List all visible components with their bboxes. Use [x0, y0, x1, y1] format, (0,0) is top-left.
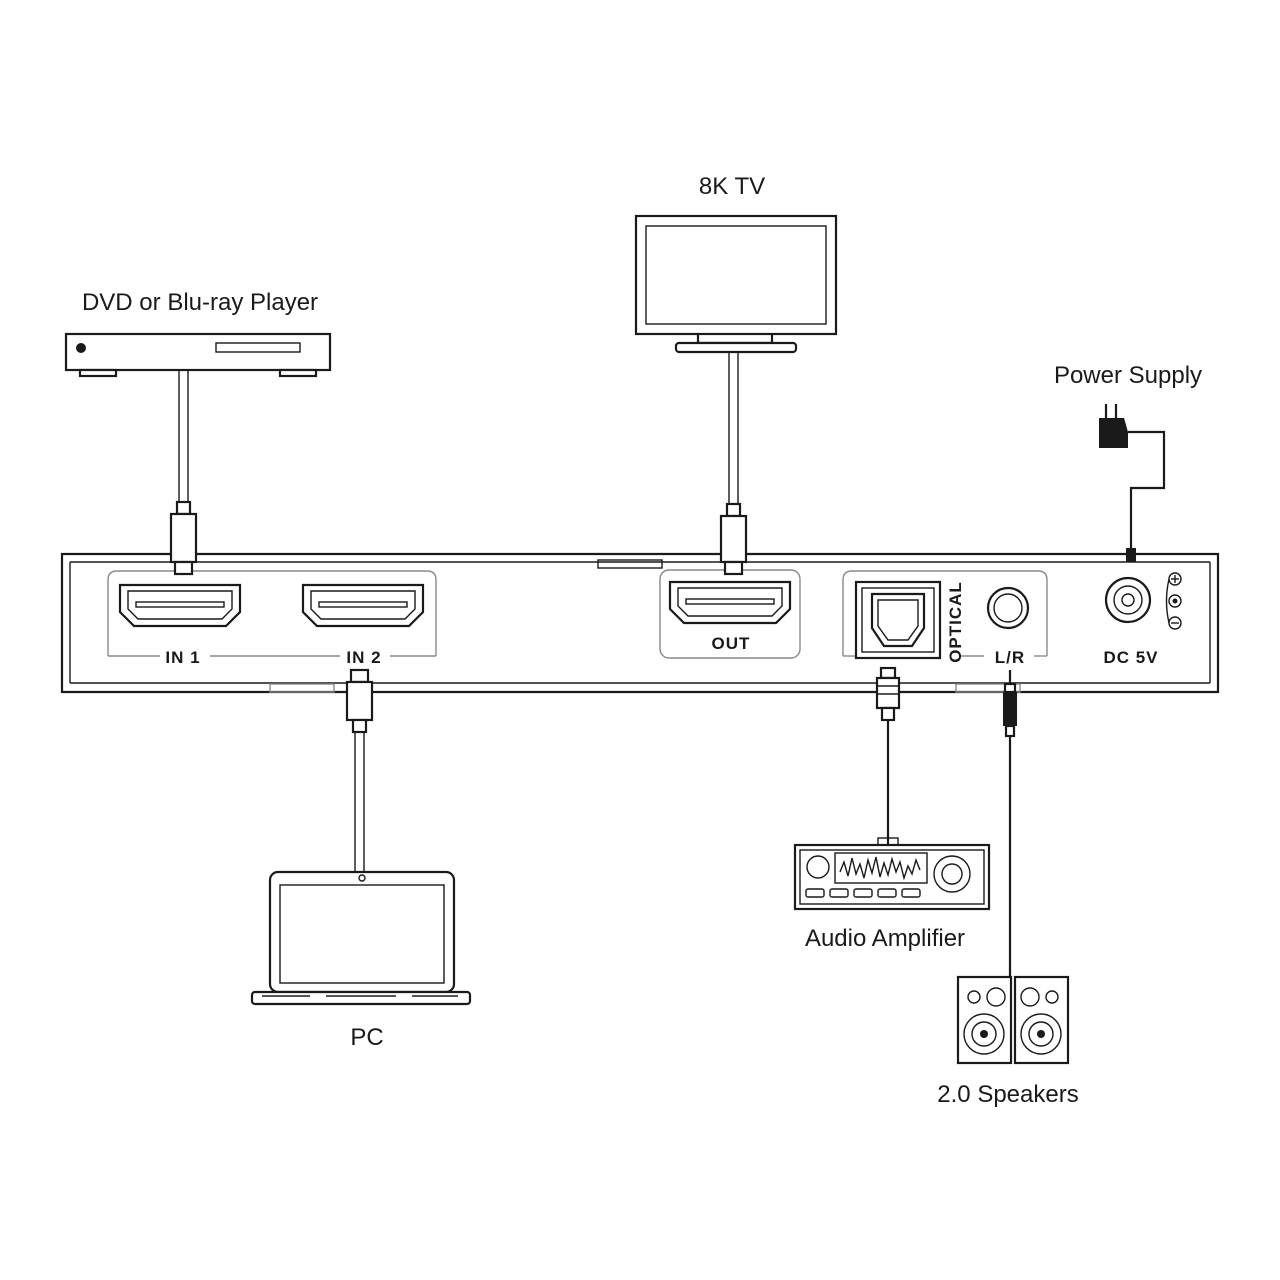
out-label: OUT [712, 634, 751, 653]
optical-label: OPTICAL [946, 581, 965, 663]
audio-amplifier-icon [793, 843, 991, 911]
dc-power-jack [1104, 576, 1152, 624]
optical-cable [875, 666, 901, 846]
speakers-icon [956, 975, 1070, 1065]
power-supply-label: Power Supply [1054, 362, 1202, 389]
dvd-player-label: DVD or Blu-ray Player [82, 289, 318, 316]
right-speaker-icon [1013, 975, 1070, 1065]
hdmi-out-port [668, 580, 792, 625]
speakers-label: 2.0 Speakers [937, 1081, 1078, 1108]
hdmi-in1-port [118, 583, 242, 628]
left-speaker-icon [956, 975, 1013, 1065]
lr-audio-jack [986, 586, 1030, 630]
power-adapter-icon [1099, 404, 1166, 562]
dvd-player-icon [64, 332, 332, 378]
hdmi-cable-dvd [169, 369, 198, 576]
hdmi-cable-pc [345, 668, 374, 873]
in2-label: IN 2 [346, 648, 381, 667]
audio-amplifier-label: Audio Amplifier [805, 925, 965, 952]
pc-label: PC [350, 1024, 383, 1051]
hdmi-switch-device [60, 552, 1220, 694]
tv-label: 8K TV [699, 173, 765, 200]
optical-port [854, 580, 942, 660]
hdmi-in2-port [301, 583, 425, 628]
dc-label: DC 5V [1103, 648, 1158, 667]
tv-icon [634, 214, 838, 354]
polarity-icon [1165, 572, 1182, 630]
laptop-icon [250, 870, 472, 1006]
hdmi-cable-tv [719, 351, 748, 576]
lr-label: L/R [995, 648, 1025, 667]
audio-cable [1003, 670, 1017, 977]
in1-label: IN 1 [165, 648, 200, 667]
